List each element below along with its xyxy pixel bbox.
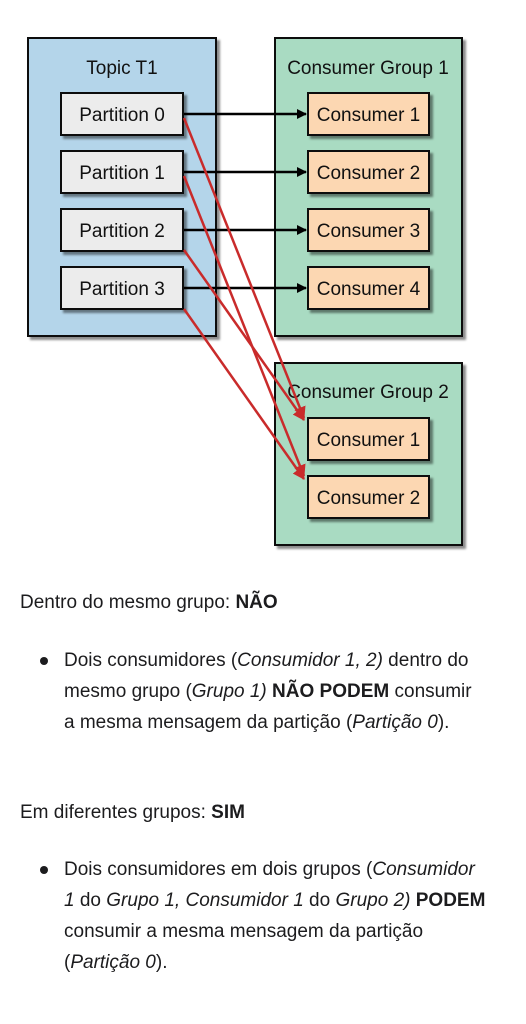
group1-consumer-2-label: Consumer 2	[317, 163, 421, 184]
section-different-groups: Em diferentes grupos: SIM	[20, 798, 510, 828]
list-item: Dois consumidores (Consumidor 1, 2) dent…	[36, 645, 486, 738]
same-group-list: Dois consumidores (Consumidor 1, 2) dent…	[36, 645, 486, 738]
partition-1-label: Partition 1	[79, 163, 165, 184]
bullet-dot-icon	[40, 866, 48, 874]
group1-title: Consumer Group 1	[287, 58, 449, 79]
arrow-partition-3-to-group2-consumer-2	[182, 308, 306, 480]
topic-t1-box: Topic T1 Partition 0 Partition 1 Partition…	[27, 37, 217, 337]
group2-consumer-2-label: Consumer 2	[317, 488, 421, 509]
partition-1: Partition 1	[60, 150, 184, 194]
group1-consumer-1-label: Consumer 1	[317, 105, 421, 126]
group1-consumer-2: Consumer 2	[307, 150, 430, 194]
arrow-partition-1-to-group2-consumer-2	[182, 175, 306, 477]
different-groups-list: Dois consumidores em dois grupos (Consum…	[36, 854, 486, 978]
group2-consumer-1-label: Consumer 1	[317, 430, 421, 451]
answer-no: NÃO	[235, 592, 278, 613]
group1-consumer-1: Consumer 1	[307, 92, 430, 136]
answer-yes: SIM	[211, 802, 245, 823]
list-item: Dois consumidores em dois grupos (Consum…	[36, 854, 486, 978]
group2-title: Consumer Group 2	[287, 382, 449, 403]
partition-0: Partition 0	[60, 92, 184, 136]
group2-consumer-1: Consumer 1	[307, 417, 430, 461]
group1-consumer-4-label: Consumer 4	[317, 279, 421, 300]
group1-consumer-4: Consumer 4	[307, 266, 430, 310]
section-same-group-heading: Dentro do mesmo grupo: NÃO	[20, 592, 278, 613]
kafka-consumer-groups-diagram: Topic T1 Partition 0 Partition 1 Partition…	[27, 37, 463, 546]
group2-consumer-2: Consumer 2	[307, 475, 430, 519]
partition-0-label: Partition 0	[79, 105, 165, 126]
arrow-partition-2-to-group2-consumer-1	[182, 249, 306, 421]
group1-consumer-3: Consumer 3	[307, 208, 430, 252]
partition-3-label: Partition 3	[79, 279, 165, 300]
consumer-group-1-box: Consumer Group 1 Consumer 1 Consumer 2 Con…	[274, 37, 463, 337]
bullet-dot-icon	[40, 657, 48, 665]
topic-title: Topic T1	[86, 58, 157, 79]
consumer-group-2-box: Consumer Group 2 Consumer 1 Consumer 2	[274, 362, 463, 546]
partition-3: Partition 3	[60, 266, 184, 310]
partition-2-label: Partition 2	[79, 221, 165, 242]
section-different-groups-heading: Em diferentes grupos: SIM	[20, 802, 245, 823]
group1-consumer-3-label: Consumer 3	[317, 221, 421, 242]
section-same-group: Dentro do mesmo grupo: NÃO	[20, 588, 510, 618]
arrow-partition-0-to-group2-consumer-1	[182, 117, 306, 419]
partition-2: Partition 2	[60, 208, 184, 252]
